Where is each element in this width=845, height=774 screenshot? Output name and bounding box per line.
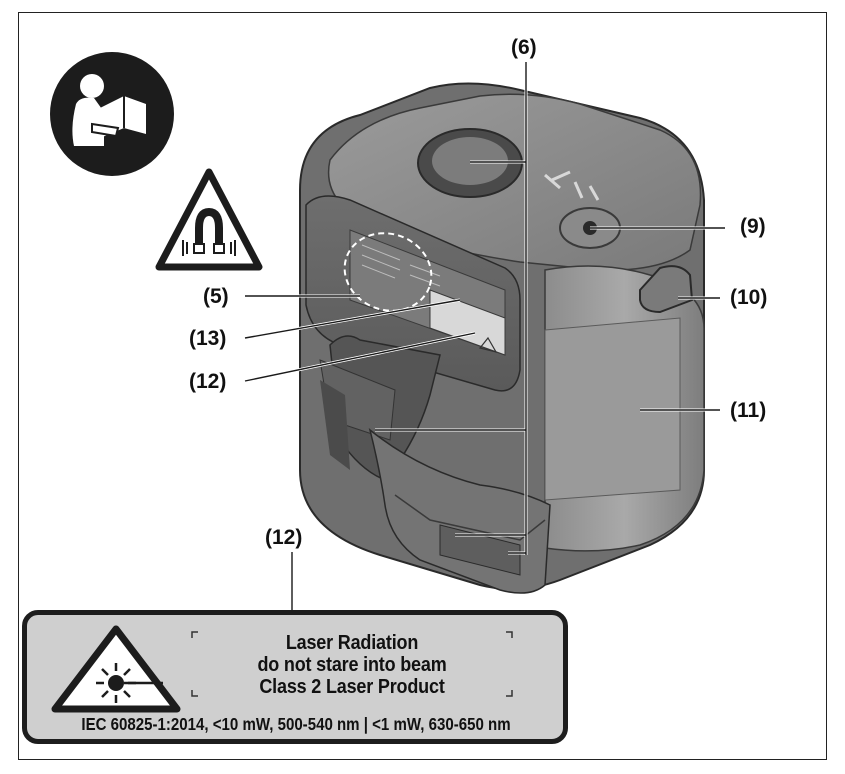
label-line-3: Class 2 Laser Product bbox=[259, 676, 445, 698]
callout-12-bottom: (12) bbox=[265, 526, 303, 549]
read-manual-icon bbox=[50, 52, 174, 176]
callout-5: (5) bbox=[203, 285, 229, 308]
callout-10: (10) bbox=[730, 286, 768, 309]
callout-13: (13) bbox=[189, 327, 227, 350]
callout-12: (12) bbox=[189, 370, 227, 393]
label-line-2: do not stare into beam bbox=[257, 654, 447, 676]
marking-area-5 bbox=[343, 232, 433, 312]
laser-warning-icon bbox=[51, 625, 181, 713]
label-line-1: Laser Radiation bbox=[285, 632, 419, 654]
callout-11: (11) bbox=[730, 399, 767, 422]
figure-frame bbox=[18, 12, 827, 760]
label-footer: IEC 60825-1:2014, <10 mW, 500-540 nm | <… bbox=[81, 714, 511, 734]
laser-warning-label: Laser Radiation do not stare into beam C… bbox=[22, 610, 568, 744]
magnet-warning-icon bbox=[155, 168, 263, 271]
callout-9: (9) bbox=[740, 215, 766, 238]
callout-6: (6) bbox=[511, 36, 537, 59]
laser-device bbox=[299, 82, 705, 594]
label-corner-marks bbox=[191, 631, 513, 697]
